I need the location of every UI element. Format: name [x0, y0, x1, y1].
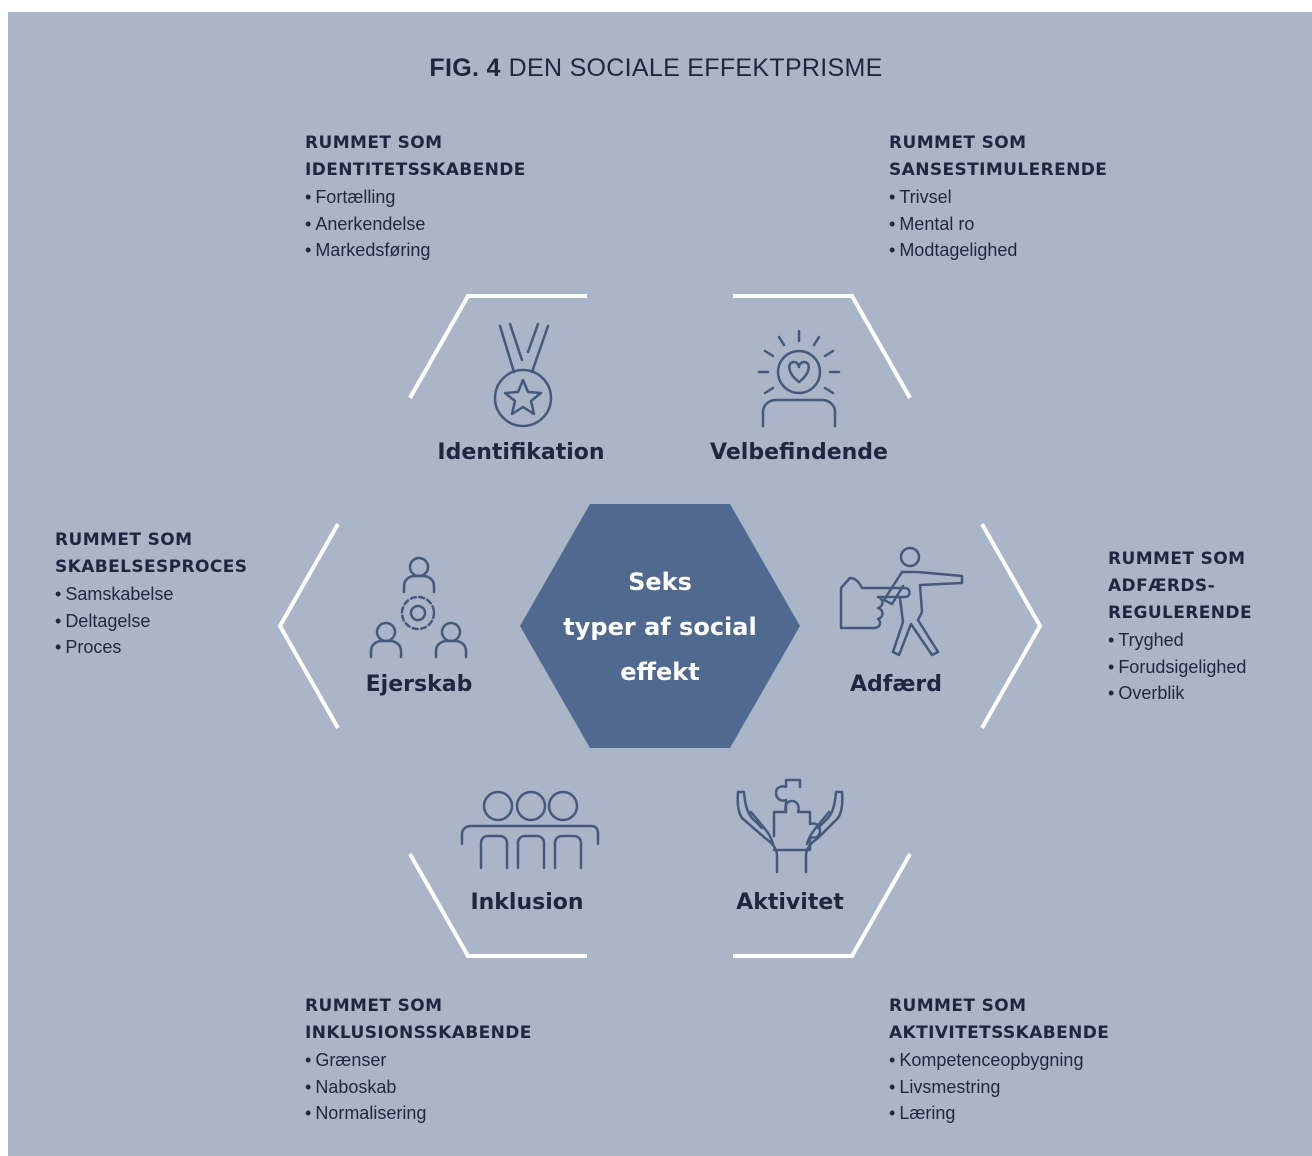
block-heading: RUMMET SOM INKLUSIONSSKABENDE: [305, 996, 532, 1043]
segment-outline-inklusion: [408, 853, 587, 958]
center-line-3: effekt: [620, 658, 700, 686]
person-heart-icon: [757, 329, 841, 428]
list-item: Naboskab: [305, 1074, 532, 1101]
block-list: Tryghed Forudsigelighed Overblik: [1108, 627, 1252, 707]
list-item: Læring: [889, 1100, 1109, 1127]
person-pointing-icon: [839, 546, 964, 657]
team-gear-icon: [369, 556, 468, 659]
segment-label-aktivitet: Aktivitet: [736, 890, 844, 915]
list-item: Fortælling: [305, 184, 526, 211]
list-item: Proces: [55, 634, 247, 661]
block-heading: RUMMET SOM AKTIVITETSSKABENDE: [889, 996, 1110, 1043]
block-identitetsskabende: RUMMET SOM IDENTITETSSKABENDE Fortælling…: [305, 130, 526, 264]
block-skabelsesproces: RUMMET SOM SKABELSESPROCES Samskabelse D…: [55, 527, 247, 661]
segment-label-identifikation: Identifikation: [437, 440, 605, 465]
list-item: Anerkendelse: [305, 211, 526, 238]
hands-puzzle-icon: [736, 778, 844, 874]
center-line-1: Seks: [628, 568, 692, 596]
list-item: Mental ro: [889, 211, 1107, 238]
segment-label-inklusion: Inklusion: [470, 890, 584, 915]
block-aktivitetsskabende: RUMMET SOM AKTIVITETSSKABENDE Kompetence…: [889, 993, 1109, 1127]
block-heading: RUMMET SOM SKABELSESPROCES: [55, 530, 248, 577]
segment-outline-adfaerd: [980, 523, 1043, 729]
block-heading: RUMMET SOM IDENTITETSSKABENDE: [305, 133, 526, 180]
list-item: Normalisering: [305, 1100, 532, 1127]
list-item: Kompetenceopbygning: [889, 1047, 1109, 1074]
medal-star-icon: [493, 322, 553, 428]
group-embrace-icon: [460, 790, 600, 870]
segment-outline-identifikation: [408, 294, 587, 399]
block-inklusionsskabende: RUMMET SOM INKLUSIONSSKABENDE Grænser Na…: [305, 993, 532, 1127]
list-item: Trivsel: [889, 184, 1107, 211]
segment-outline-aktivitet: [733, 853, 912, 958]
list-item: Forudsigelighed: [1108, 654, 1252, 681]
segment-label-ejerskab: Ejerskab: [365, 672, 473, 697]
block-list: Fortælling Anerkendelse Markedsføring: [305, 184, 526, 264]
block-list: Kompetenceopbygning Livsmestring Læring: [889, 1047, 1109, 1127]
block-heading: RUMMET SOM SANSESTIMULERENDE: [889, 133, 1108, 180]
center-label: Seks typer af social effekt: [520, 560, 800, 695]
block-list: Grænser Naboskab Normalisering: [305, 1047, 532, 1127]
block-list: Samskabelse Deltagelse Proces: [55, 581, 247, 661]
list-item: Modtagelighed: [889, 237, 1107, 264]
block-list: Trivsel Mental ro Modtagelighed: [889, 184, 1107, 264]
block-heading: RUMMET SOM ADFÆRDS- REGULERENDE: [1108, 549, 1252, 623]
figure-number: FIG. 4: [429, 54, 501, 82]
list-item: Deltagelse: [55, 608, 247, 635]
list-item: Grænser: [305, 1047, 532, 1074]
list-item: Samskabelse: [55, 581, 247, 608]
segment-outline-velbefindende: [733, 294, 912, 399]
list-item: Markedsføring: [305, 237, 526, 264]
segment-label-velbefindende: Velbefindende: [710, 440, 888, 465]
block-sansestimulerende: RUMMET SOM SANSESTIMULERENDE Trivsel Men…: [889, 130, 1107, 264]
center-line-2: typer af social: [563, 613, 757, 641]
center-hexagon: [520, 504, 800, 748]
list-item: Tryghed: [1108, 627, 1252, 654]
segment-outline-ejerskab: [277, 523, 340, 729]
figure-title-text: DEN SOCIALE EFFEKTPRISME: [508, 54, 883, 82]
list-item: Livsmestring: [889, 1074, 1109, 1101]
list-item: Overblik: [1108, 680, 1252, 707]
segment-label-adfaerd: Adfærd: [850, 672, 942, 697]
block-adfaerdsregulerende: RUMMET SOM ADFÆRDS- REGULERENDE Tryghed …: [1108, 546, 1252, 707]
